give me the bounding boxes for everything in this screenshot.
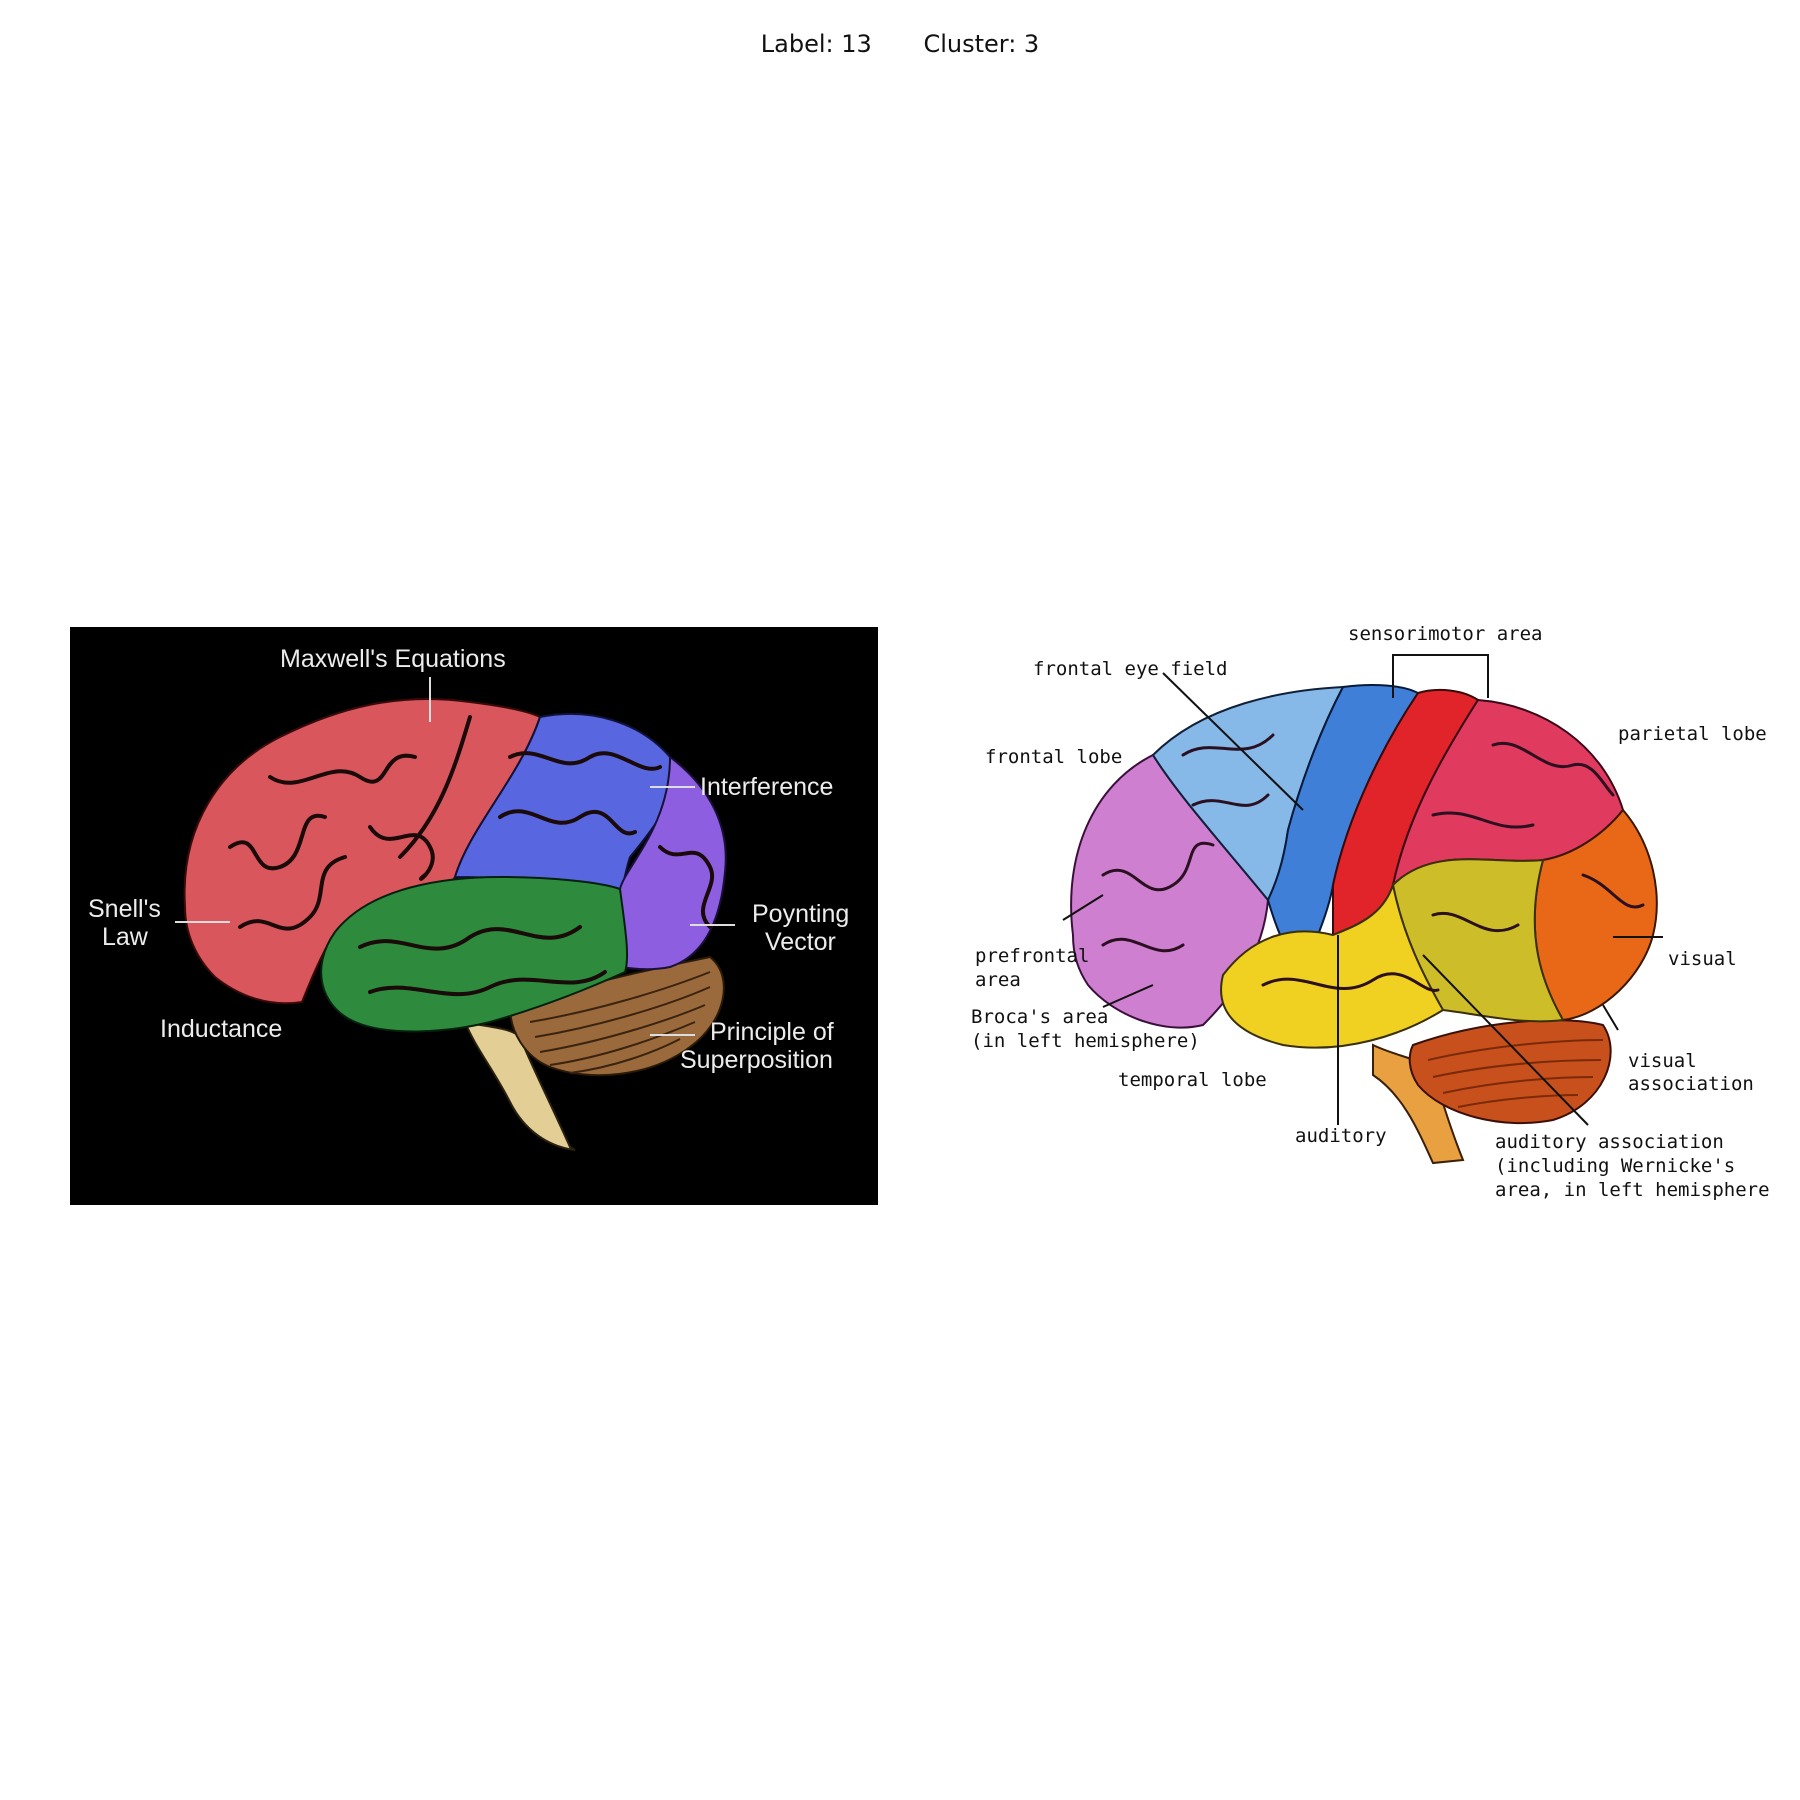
label-poynting-1: Poynting	[752, 900, 849, 928]
label-frontal-lobe: frontal lobe	[985, 746, 1122, 768]
label-snells-1: Snell's	[88, 895, 161, 923]
cluster-text: Cluster: 3	[923, 30, 1040, 58]
left-brain-diagram: Maxwell's Equations Interference Snell's…	[70, 627, 878, 1205]
frontal-eye-leader-line	[1162, 672, 1304, 811]
label-prefrontal-1: prefrontal	[975, 945, 1089, 967]
label-text: Label: 13	[760, 30, 872, 58]
label-snells-2: Law	[102, 923, 149, 951]
sulci-lines	[228, 715, 714, 997]
label-auditory-assoc-3: area, in left hemisphere)	[1495, 1179, 1771, 1201]
temporal-region	[1220, 881, 1445, 1049]
label-auditory-assoc-1: auditory association	[1495, 1131, 1724, 1153]
cerebellum-folds	[529, 971, 711, 1074]
prefrontal-region	[1070, 753, 1270, 1029]
label-interference: Interference	[700, 773, 833, 801]
sulci-lines	[1101, 733, 1645, 992]
label-visual: visual	[1668, 948, 1737, 970]
auditory-association-leader-line	[1422, 954, 1589, 1126]
label-sensorimotor: sensorimotor area	[1348, 623, 1542, 645]
sensorimotor-bracket	[1392, 654, 1489, 698]
prefrontal-leader-line	[1062, 894, 1104, 921]
header: Label: 13 Cluster: 3	[0, 30, 1800, 58]
label-poynting-2: Vector	[765, 928, 836, 956]
label-parietal-lobe: parietal lobe	[1618, 723, 1767, 745]
label-broca-1: Broca's area	[971, 1006, 1108, 1028]
label-auditory: auditory	[1295, 1125, 1387, 1147]
label-maxwell: Maxwell's Equations	[280, 645, 506, 673]
occipital-region	[618, 754, 727, 971]
label-inductance: Inductance	[160, 1015, 282, 1043]
broca-leader-line	[1102, 984, 1154, 1008]
label-frontal-eye: frontal eye field	[1033, 658, 1227, 680]
right-brain-diagram: sensorimotor area frontal eye field fron…	[963, 615, 1771, 1225]
label-visual-assoc-2: association	[1628, 1073, 1754, 1095]
temporal-region	[320, 875, 629, 1033]
label-broca-2: (in left hemisphere)	[971, 1030, 1200, 1052]
visual-association-leader-line	[1602, 1004, 1619, 1031]
label-temporal-lobe: temporal lobe	[1118, 1069, 1267, 1091]
label-superposition-1: Principle of	[710, 1018, 834, 1046]
label-auditory-assoc-2: (including Wernicke's	[1495, 1155, 1735, 1177]
left-brain-svg: Maxwell's Equations Interference Snell's…	[88, 645, 849, 1151]
right-brain-svg: sensorimotor area frontal eye field fron…	[971, 623, 1771, 1201]
label-visual-assoc-1: visual	[1628, 1050, 1697, 1072]
label-superposition-2: Superposition	[680, 1046, 833, 1074]
label-prefrontal-2: area	[975, 969, 1021, 991]
